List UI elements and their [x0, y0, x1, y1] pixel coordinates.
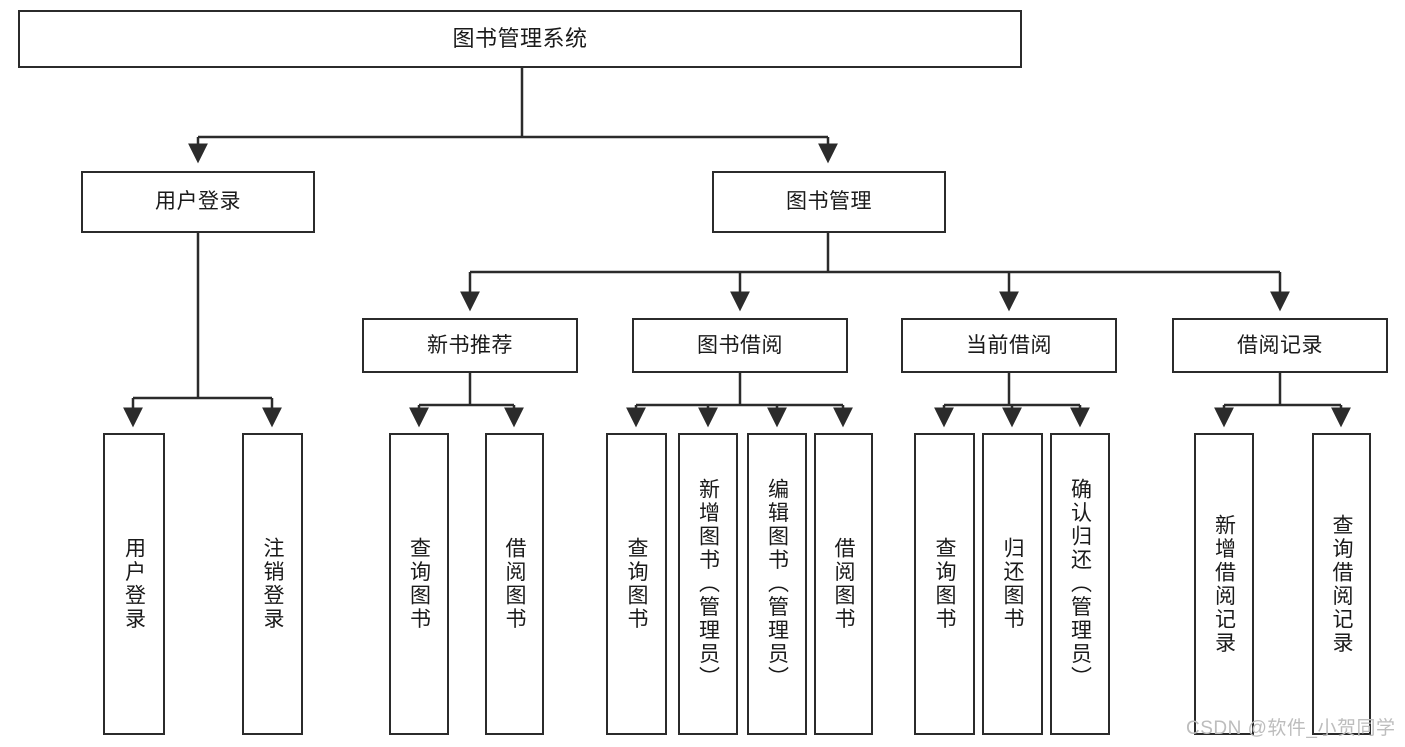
node-user-login[interactable]: 用户登录 — [81, 171, 315, 233]
leaf-add-borrow-record[interactable]: 新增借阅记录 — [1194, 433, 1254, 735]
leaf-borrow-book-recommend-label: 借阅图书 — [503, 537, 526, 631]
leaf-logout-label: 注销登录 — [261, 537, 284, 631]
leaf-borrow-book-recommend[interactable]: 借阅图书 — [485, 433, 544, 735]
node-root-label: 图书管理系统 — [452, 25, 588, 51]
csdn-watermark: CSDN @软件_小贺同学 — [1186, 718, 1396, 739]
node-borrow-records[interactable]: 借阅记录 — [1172, 318, 1388, 373]
leaf-query-book-borrow-label: 查询图书 — [625, 537, 648, 631]
leaf-return-book-label: 归还图书 — [1001, 537, 1024, 631]
node-new-book-recommend-label: 新书推荐 — [427, 333, 513, 357]
node-user-login-label: 用户登录 — [155, 190, 241, 214]
leaf-query-book-recommend-label: 查询图书 — [407, 537, 431, 631]
leaf-confirm-return-admin-label: 确认归还（管理员） — [1068, 478, 1092, 690]
node-book-borrow[interactable]: 图书借阅 — [632, 318, 848, 373]
node-new-book-recommend[interactable]: 新书推荐 — [362, 318, 578, 373]
leaf-edit-book-admin-label: 编辑图书（管理员） — [765, 478, 789, 690]
node-borrow-records-label: 借阅记录 — [1237, 333, 1323, 357]
leaf-query-borrow-record-label: 查询借阅记录 — [1330, 513, 1353, 655]
node-book-borrow-label: 图书借阅 — [697, 333, 783, 357]
leaf-query-borrow-record[interactable]: 查询借阅记录 — [1312, 433, 1371, 735]
leaf-query-book-current[interactable]: 查询图书 — [914, 433, 975, 735]
leaf-logout[interactable]: 注销登录 — [242, 433, 303, 735]
leaf-borrow-book-label: 借阅图书 — [832, 537, 855, 631]
leaf-add-book-admin-label: 新增图书（管理员） — [696, 478, 720, 690]
leaf-add-borrow-record-label: 新增借阅记录 — [1212, 513, 1236, 655]
leaf-confirm-return-admin[interactable]: 确认归还（管理员） — [1050, 433, 1110, 735]
leaf-query-book-recommend[interactable]: 查询图书 — [389, 433, 449, 735]
node-current-borrow-label: 当前借阅 — [966, 333, 1052, 357]
leaf-edit-book-admin[interactable]: 编辑图书（管理员） — [747, 433, 807, 735]
node-root[interactable]: 图书管理系统 — [18, 10, 1022, 68]
leaf-user-login[interactable]: 用户登录 — [103, 433, 165, 735]
node-current-borrow[interactable]: 当前借阅 — [901, 318, 1117, 373]
leaf-return-book[interactable]: 归还图书 — [982, 433, 1043, 735]
leaf-add-book-admin[interactable]: 新增图书（管理员） — [678, 433, 738, 735]
leaf-query-book-borrow[interactable]: 查询图书 — [606, 433, 667, 735]
node-book-management[interactable]: 图书管理 — [712, 171, 946, 233]
leaf-borrow-book[interactable]: 借阅图书 — [814, 433, 873, 735]
leaf-user-login-label: 用户登录 — [122, 537, 146, 631]
leaf-query-book-current-label: 查询图书 — [933, 537, 956, 631]
node-book-management-label: 图书管理 — [786, 190, 872, 214]
